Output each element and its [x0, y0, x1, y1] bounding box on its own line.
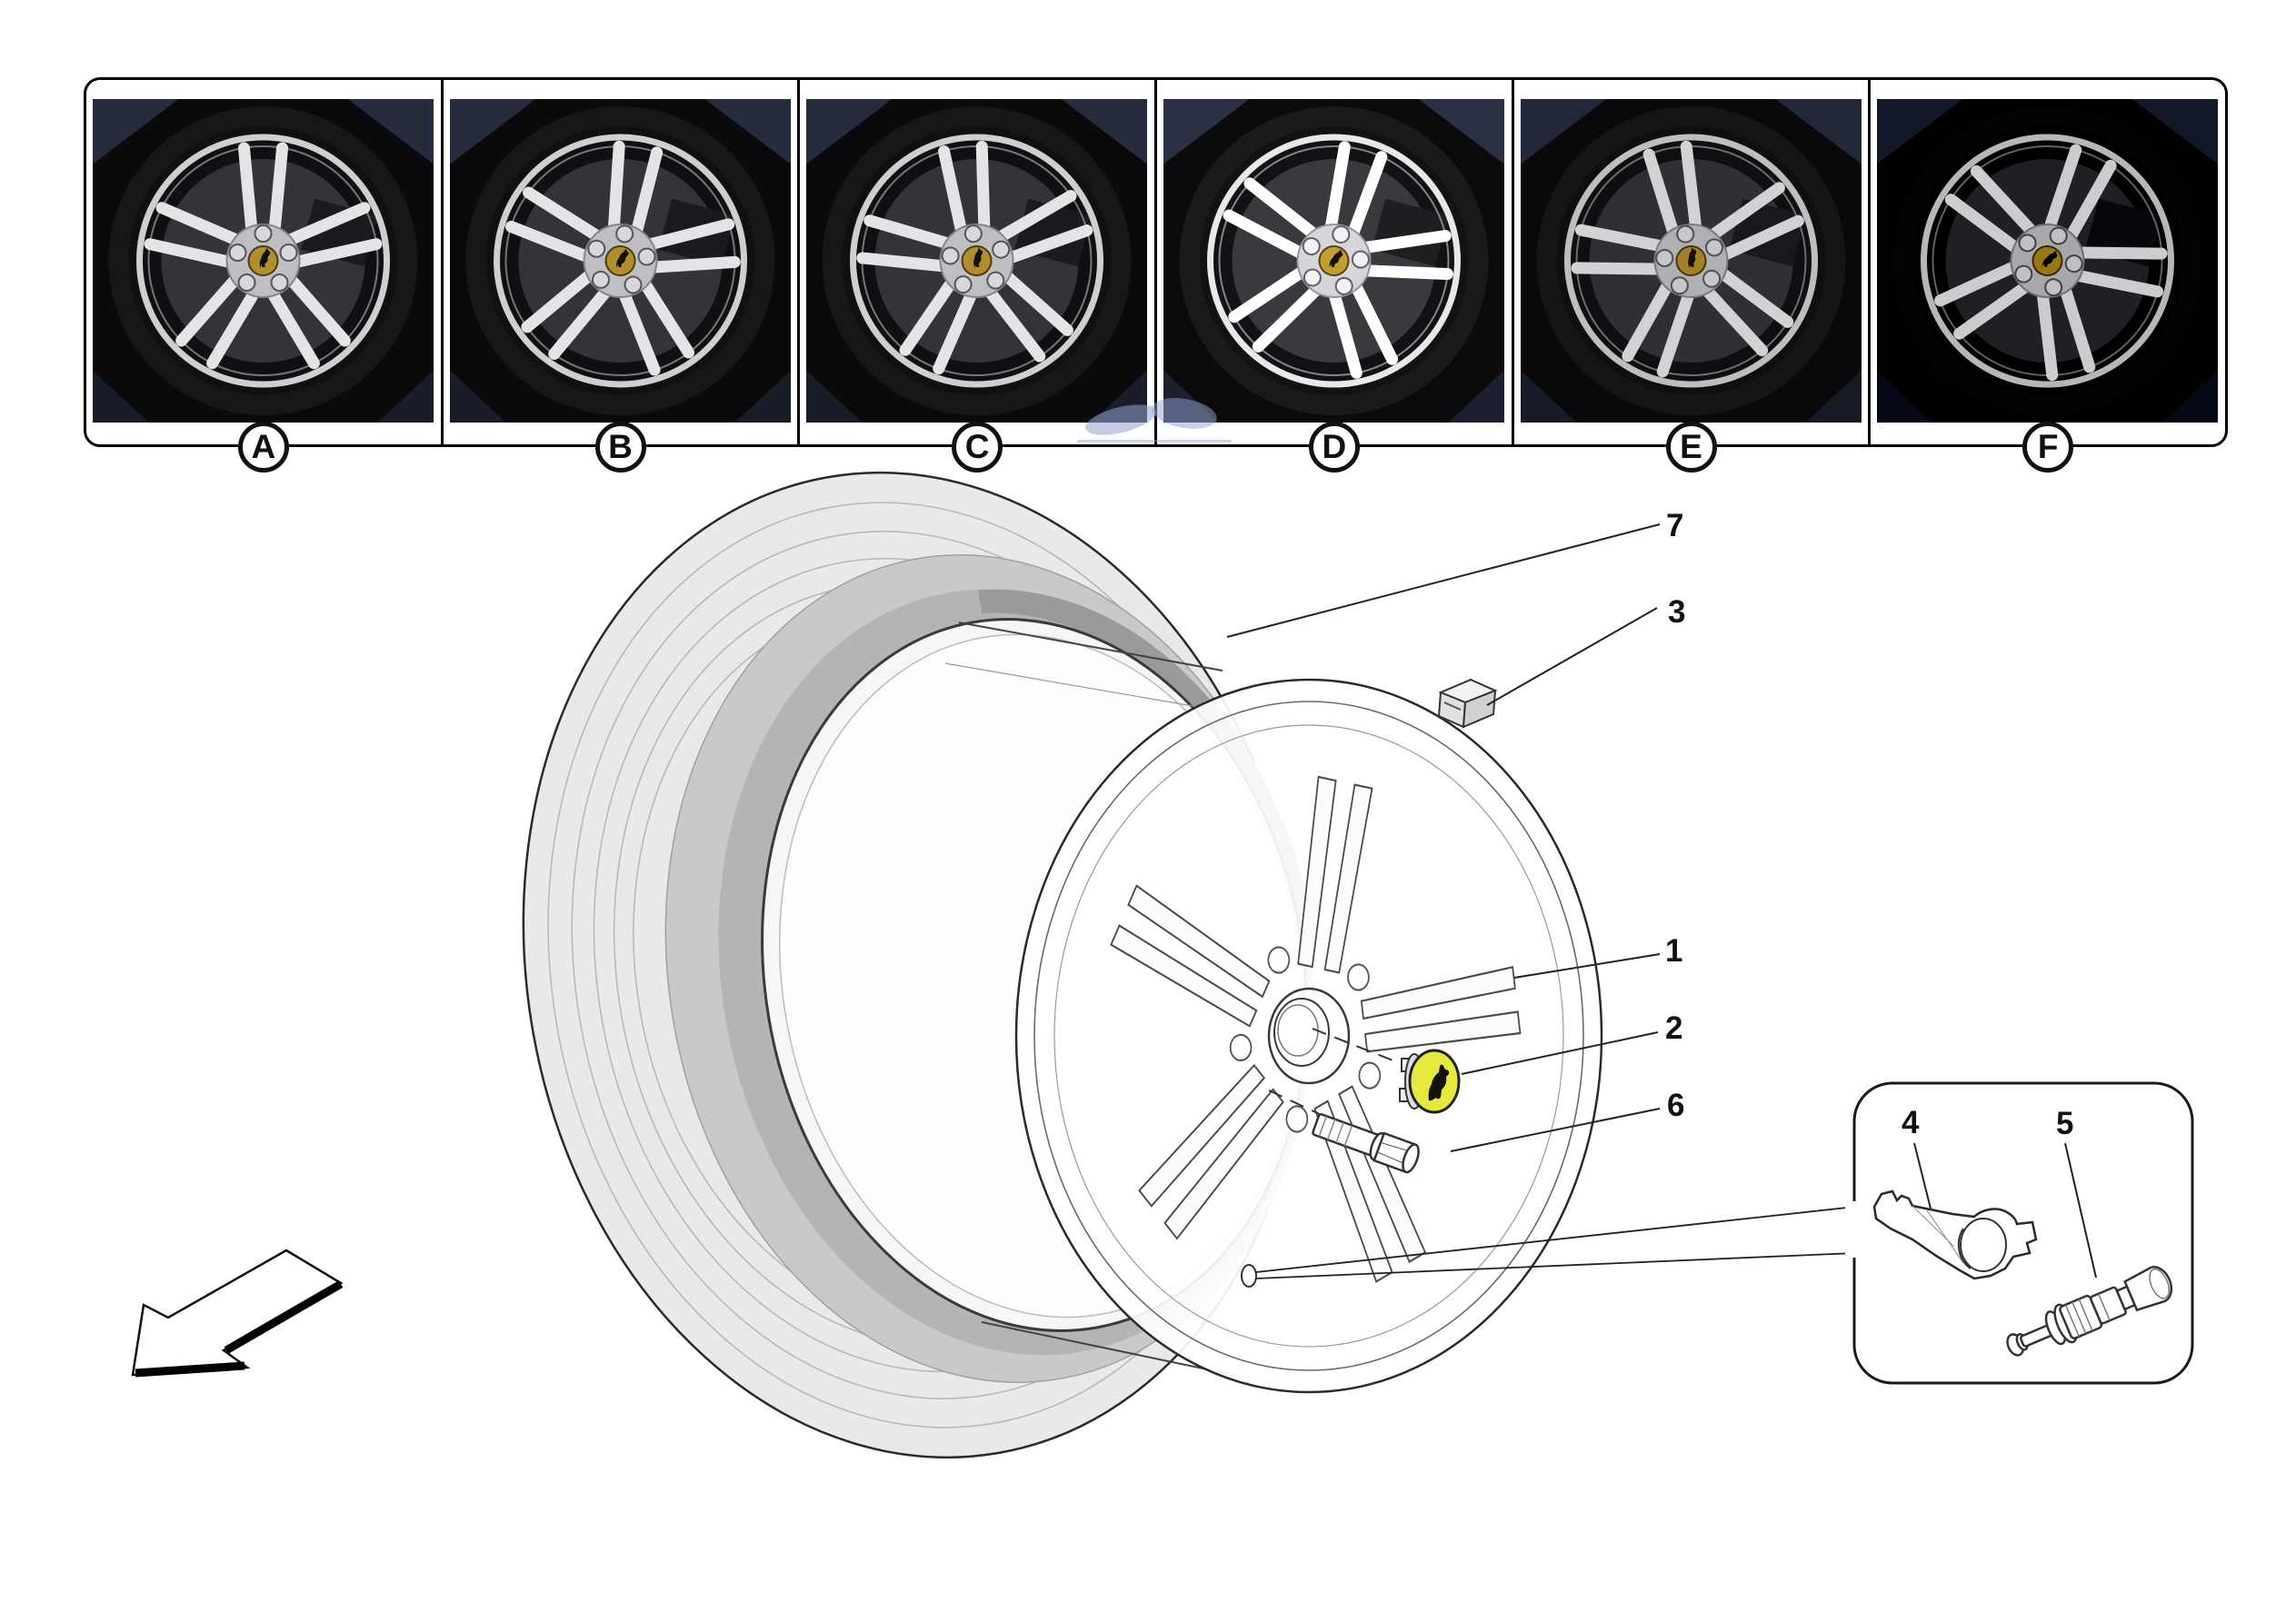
variant-label-a: A	[237, 422, 289, 473]
valve-hole	[1241, 1264, 1257, 1288]
callout-5[interactable]: 5	[2056, 1106, 2073, 1141]
variant-label-b: B	[594, 422, 646, 473]
variant-letter: A	[251, 428, 276, 465]
variant-cell-a[interactable]: A	[86, 80, 444, 473]
watermark-blue-blob	[1077, 398, 1232, 443]
wheel-variants-panel: A B C D	[84, 77, 2228, 473]
hub-cap-drawing	[1312, 1028, 1461, 1114]
wheel-photo-d	[1163, 99, 1505, 423]
variant-cell-f[interactable]: F	[1871, 80, 2225, 473]
variant-cell-e[interactable]: E	[1514, 80, 1872, 473]
variant-letter: F	[2037, 428, 2059, 465]
lug-bolt-holes	[1229, 946, 1382, 1133]
prancing-horse-icon	[1428, 1064, 1450, 1101]
wheel-spokes	[1110, 775, 1522, 1283]
sensor-bracket-drawing	[1872, 1189, 2038, 1280]
variant-cell-d[interactable]: D	[1157, 80, 1514, 473]
callout-2[interactable]: 2	[1665, 1010, 1682, 1046]
variant-cell-c[interactable]: C	[800, 80, 1158, 473]
callout-4[interactable]: 4	[1902, 1105, 1920, 1140]
wheel-photo-a	[93, 99, 434, 423]
sensor-box: 4 5	[1845, 1081, 2194, 1385]
variant-label-d: D	[1308, 422, 1360, 473]
callout-6[interactable]: 6	[1667, 1088, 1684, 1123]
wheel-photo-c	[806, 99, 1148, 423]
box-notch	[1845, 1201, 1858, 1258]
variant-letter: E	[1680, 428, 1702, 465]
wheel-rim-drawing	[1014, 678, 1603, 1394]
wheel-photo-e	[1520, 99, 1862, 423]
callout-1[interactable]: 1	[1665, 933, 1682, 969]
variant-letter: C	[964, 428, 990, 465]
leader-lines	[1226, 523, 1856, 1279]
valve-stem-drawing	[2006, 1266, 2173, 1357]
variant-label-e: E	[1665, 422, 1717, 473]
variant-label-f: F	[2022, 422, 2074, 473]
variant-letter: D	[1322, 428, 1347, 465]
wheel-bolt-drawing	[1268, 1090, 1420, 1174]
wheel-photo-f	[1877, 99, 2219, 423]
balance-weight-drawing	[1437, 678, 1498, 729]
variant-label-c: C	[952, 422, 1003, 473]
wheel-photo-b	[449, 99, 791, 423]
callout-7[interactable]: 7	[1666, 508, 1683, 543]
callout-3[interactable]: 3	[1668, 594, 1685, 630]
variant-letter: B	[608, 428, 633, 465]
direction-arrow	[131, 1249, 344, 1378]
variant-cell-b[interactable]: B	[444, 80, 801, 473]
